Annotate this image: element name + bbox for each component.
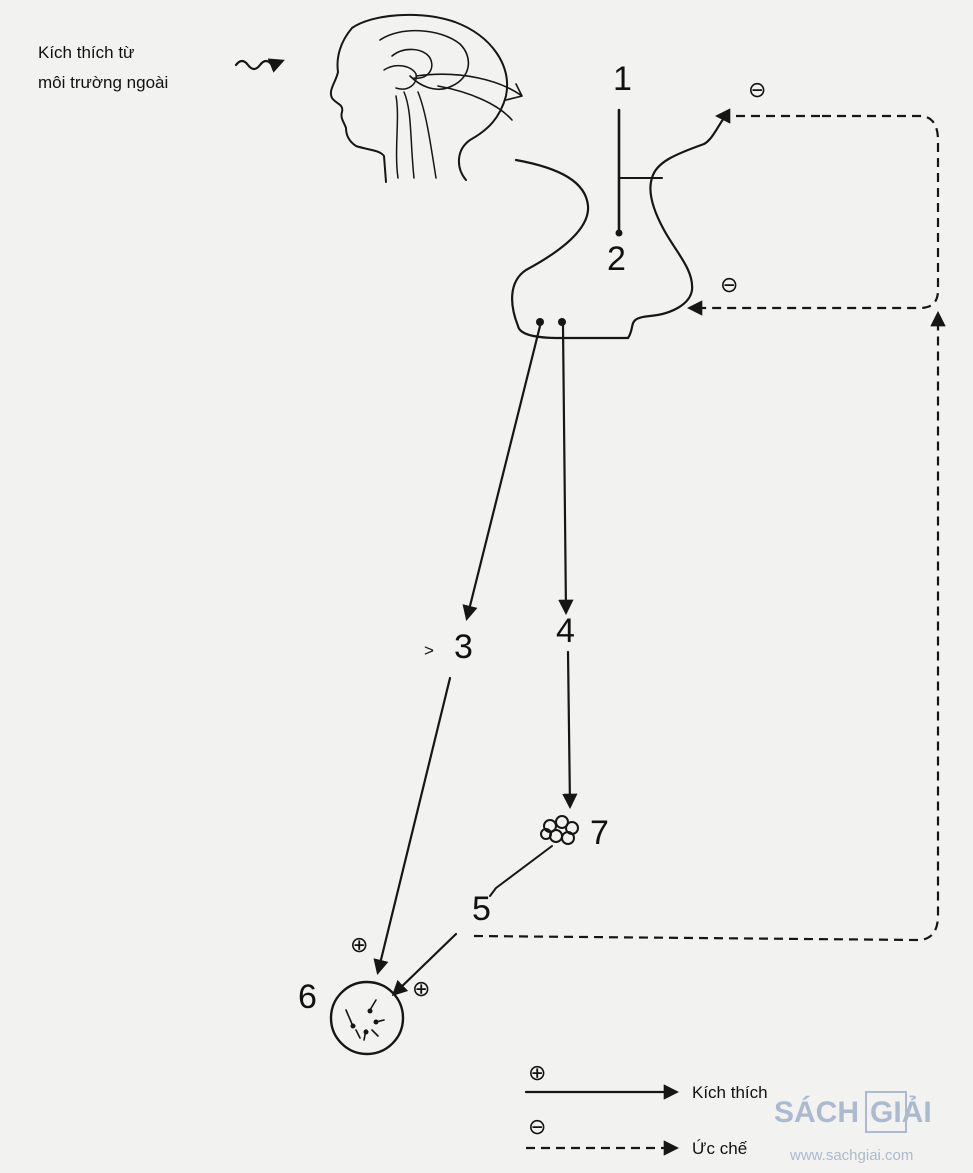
label-3-prefix: > — [424, 641, 434, 660]
stimulus-text-line2: môi trường ngoài — [38, 73, 168, 92]
head-illustration — [331, 15, 522, 182]
plus-sign-left: ⊕ — [350, 932, 368, 957]
neuron-end-2 — [616, 230, 623, 237]
legend-inhibit-label: Ức chế — [692, 1139, 748, 1158]
arrow-to-4 — [563, 326, 566, 612]
arrow-4-to-7 — [568, 652, 570, 806]
svg-text:SÁCH: SÁCH — [774, 1095, 859, 1129]
arrow-3-to-6 — [378, 678, 450, 972]
minus-sign-middle: ⊖ — [720, 272, 738, 297]
arrow-to-3 — [467, 326, 540, 618]
release-dot-a — [536, 318, 544, 326]
plus-sign-right: ⊕ — [412, 976, 430, 1001]
label-5: 5 — [472, 890, 491, 928]
label-2: 2 — [607, 240, 626, 278]
watermark-logo: SÁCH GIẢI www.sachgiai.com — [774, 1092, 932, 1164]
legend-excite-label: Kích thích — [692, 1083, 768, 1102]
target-cell — [331, 982, 403, 1054]
legend-excite-sign: ⊕ — [528, 1060, 546, 1085]
line-7-to-5 — [490, 846, 552, 896]
minus-sign-top: ⊖ — [748, 77, 766, 102]
svg-text:GIẢI: GIẢI — [870, 1095, 932, 1129]
gland-cluster — [541, 816, 578, 844]
label-1: 1 — [613, 60, 632, 98]
release-dot-b — [558, 318, 566, 326]
legend: ⊕ Kích thích ⊖ Ức chế — [526, 1060, 768, 1158]
label-6: 6 — [298, 978, 317, 1016]
label-4: 4 — [556, 612, 575, 650]
stimulus-text-line1: Kích thích từ — [38, 43, 134, 62]
label-7: 7 — [590, 814, 609, 852]
legend-inhibit-sign: ⊖ — [528, 1114, 546, 1139]
label-3: 3 — [454, 628, 473, 666]
stimulus-wavy-arrow — [236, 61, 282, 69]
svg-text:www.sachgiai.com: www.sachgiai.com — [789, 1147, 913, 1164]
feedback-dashed-main — [474, 314, 938, 940]
